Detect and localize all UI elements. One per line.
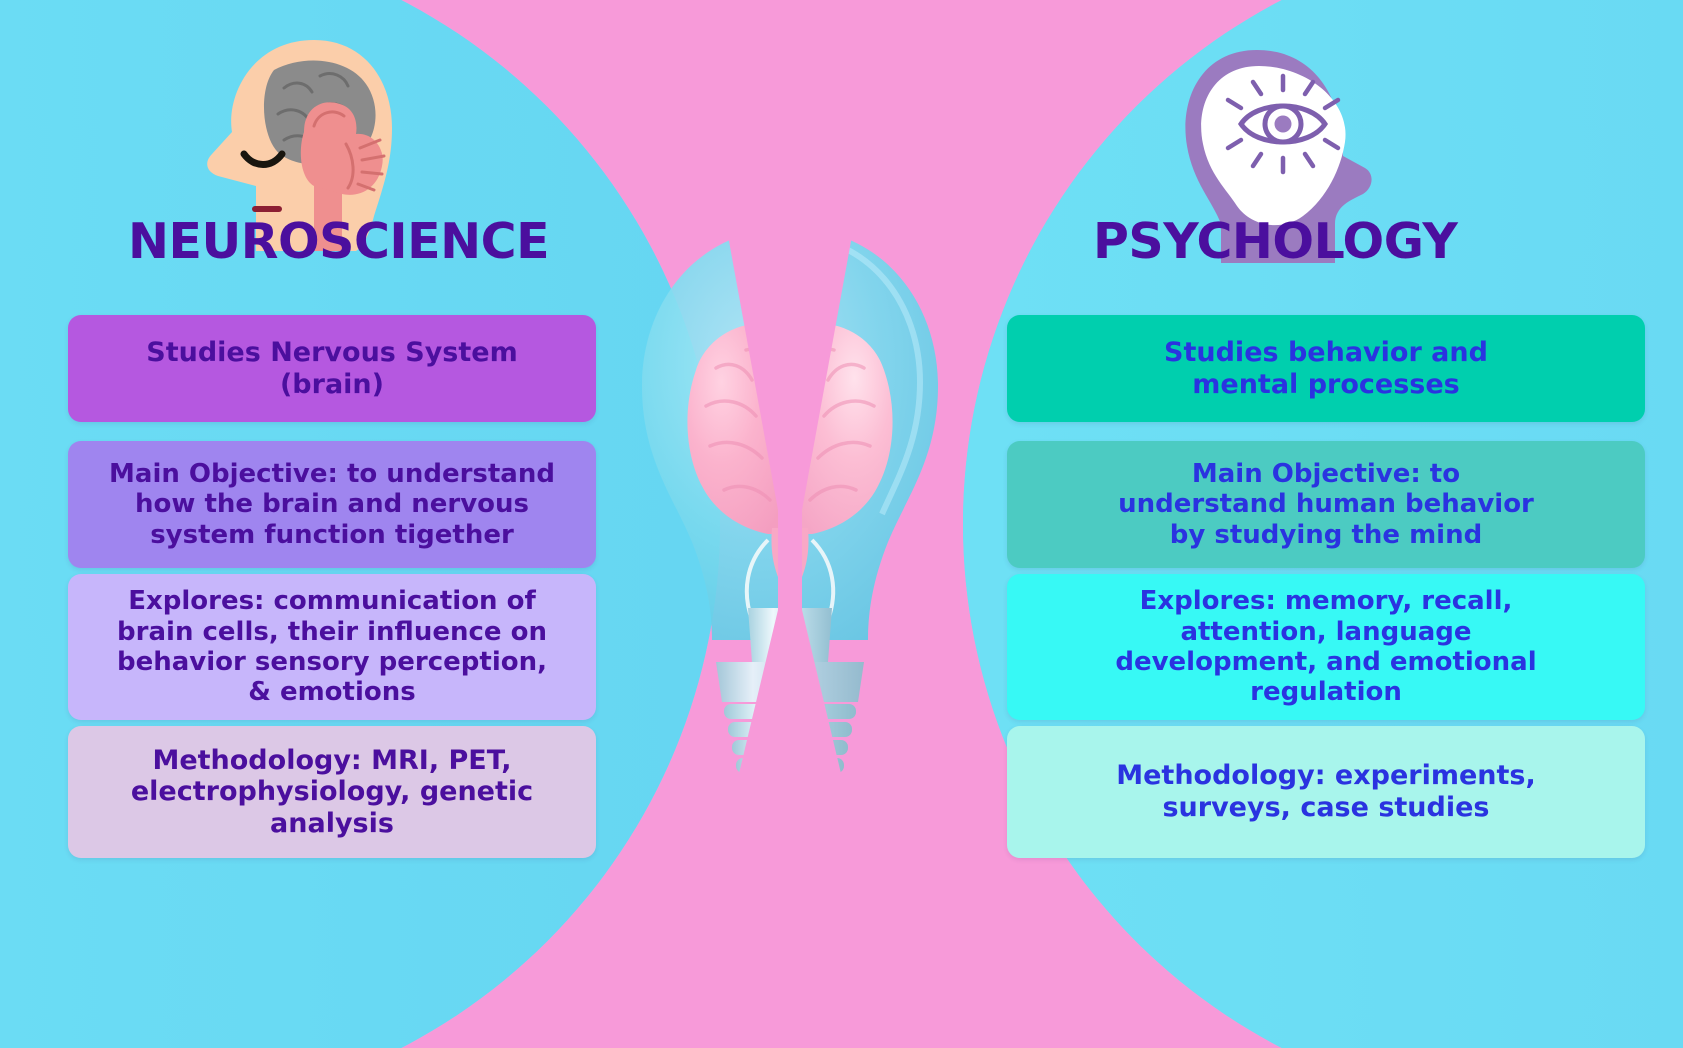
card-psychology-objective: Main Objective: to understand human beha… [1007, 441, 1645, 568]
card-text: Methodology: MRI, PET, electrophysiology… [130, 744, 534, 839]
lightbulb-brain-graphic [620, 210, 960, 830]
card-neuroscience-objective: Main Objective: to understand how the br… [68, 441, 596, 568]
card-neuroscience-methodology: Methodology: MRI, PET, electrophysiology… [68, 726, 596, 858]
card-text: Explores: memory, recall, attention, lan… [1115, 586, 1537, 708]
card-psychology-methodology: Methodology: experiments, surveys, case … [1007, 726, 1645, 858]
card-psychology-definition: Studies behavior and mental processes [1007, 315, 1645, 422]
card-text: Methodology: experiments, surveys, case … [1116, 760, 1536, 823]
card-text: Studies Nervous System (brain) [146, 336, 518, 400]
page-title-psychology: PSYCHOLOGY [1093, 213, 1458, 270]
card-neuroscience-explores: Explores: communication of brain cells, … [68, 574, 596, 720]
card-text: Studies behavior and mental processes [1164, 336, 1488, 400]
card-text: Main Objective: to understand how the br… [109, 458, 555, 550]
card-psychology-explores: Explores: memory, recall, attention, lan… [1007, 574, 1645, 720]
card-text: Main Objective: to understand human beha… [1118, 458, 1534, 550]
card-neuroscience-definition: Studies Nervous System (brain) [68, 315, 596, 422]
page-title-neuroscience: NEUROSCIENCE [128, 213, 550, 270]
card-text: Explores: communication of brain cells, … [117, 586, 547, 708]
head-eye-mind-icon [1185, 50, 1372, 263]
head-brain-profile-icon [207, 40, 392, 251]
